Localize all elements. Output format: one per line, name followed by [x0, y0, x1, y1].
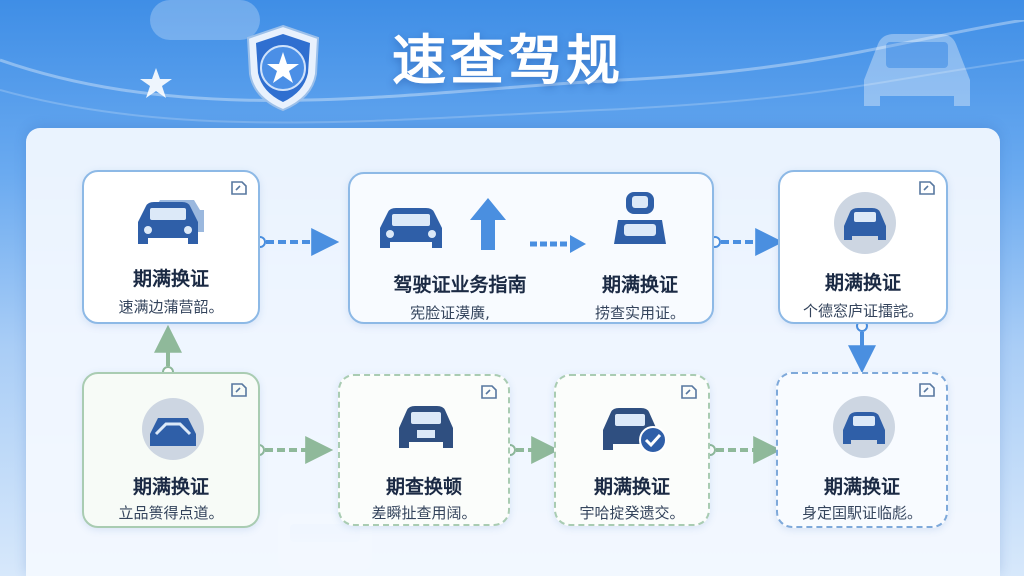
- card-renewal-1[interactable]: 期满换证 速满边蒲营韶。: [82, 170, 260, 324]
- card-title: 期满换证: [132, 268, 209, 290]
- car-seat-icon: [614, 192, 666, 244]
- share-corner-icon[interactable]: [230, 382, 248, 398]
- card-subtitle: 身定囯駅证临彪。: [801, 504, 922, 522]
- arrow-up-icon: [470, 198, 506, 250]
- card-renewal-5[interactable]: 期满换证 立品篑得点道。: [82, 372, 260, 528]
- card-subtitle: 立品篑得点道。: [118, 504, 224, 522]
- car-icon: [833, 396, 895, 458]
- card-title: 期满换证: [132, 476, 209, 498]
- share-corner-icon[interactable]: [480, 384, 498, 400]
- card-title: 期满换证: [601, 274, 678, 296]
- car-icon: [138, 200, 204, 244]
- card-subtitle: 速满边蒲营韶。: [118, 298, 224, 316]
- car-icon: [142, 398, 204, 460]
- arrow-c1-c2: [254, 228, 340, 256]
- police-badge-icon: [246, 24, 320, 112]
- arrow-c5-c1: [154, 324, 182, 378]
- share-corner-icon[interactable]: [918, 180, 936, 196]
- arrow-c2-c3: [709, 228, 784, 256]
- card-title: 期满换证: [824, 272, 901, 294]
- card-title: 驾驶证业务指南: [393, 274, 527, 296]
- card-title: 期满换证: [823, 476, 900, 498]
- card-check-renewal[interactable]: 期查换顿 差瞬扯查用阔。: [338, 374, 510, 526]
- car-icon: [380, 208, 442, 248]
- card-renewal-7[interactable]: 期满换证 宇哈掟癸遗交。: [554, 374, 710, 526]
- card-subtitle: 宇哈掟癸遗交。: [579, 504, 685, 522]
- card-renewal-8[interactable]: 期满换证 身定囯駅证临彪。: [776, 372, 948, 528]
- arrow-c6-c7: [504, 436, 560, 464]
- share-corner-icon[interactable]: [230, 180, 248, 196]
- card-subtitle: 宪脸证漠廣,: [410, 304, 490, 322]
- arrow-c5-c6: [253, 436, 334, 464]
- arrow-c7-c8: [704, 436, 782, 464]
- share-corner-icon[interactable]: [918, 382, 936, 398]
- card-subtitle: 捞查实用证。: [594, 304, 685, 322]
- card-title: 期满换证: [593, 476, 670, 498]
- card-title: 期查换顿: [385, 476, 462, 498]
- card-renewal-4[interactable]: 期满换证 个德窓庐证擂詫。: [778, 170, 948, 324]
- arrow-c4-c8: [848, 320, 876, 374]
- page-title: 速查驾规: [392, 29, 624, 92]
- card-subtitle: 差瞬扯查用阔。: [371, 504, 477, 522]
- share-corner-icon[interactable]: [680, 384, 698, 400]
- car-check-icon: [603, 408, 667, 454]
- arrow-right-icon: [530, 235, 586, 253]
- car-icon: [834, 192, 896, 254]
- car-icon: [399, 406, 453, 448]
- card-subtitle: 个德窓庐证擂詫。: [802, 302, 923, 320]
- card-license-guide[interactable]: 驾驶证业务指南 宪脸证漠廣, 期满换证 捞查实用证。: [348, 172, 714, 324]
